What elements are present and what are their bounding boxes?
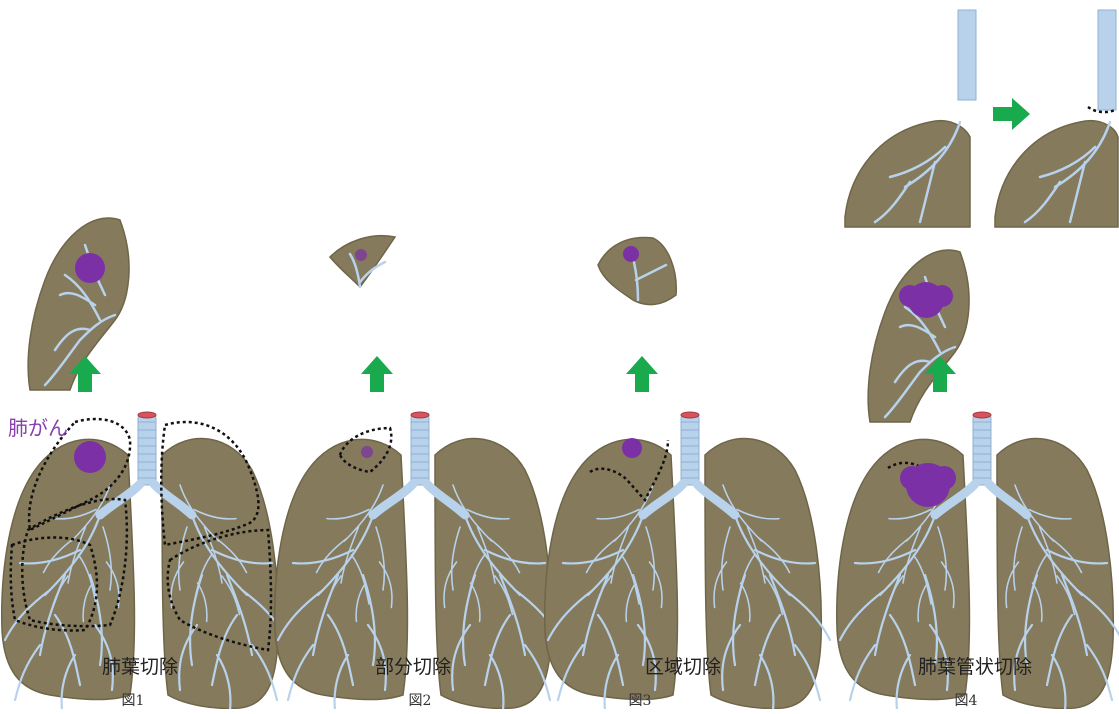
caption-figure-3: 区域切除: [563, 652, 803, 679]
caption-figure-4: 肺葉管状切除: [855, 652, 1095, 679]
arrow-right-figure-4: [993, 98, 1030, 130]
arrow-up-figure-3: [626, 356, 658, 392]
tumor-figure-2: [361, 446, 373, 458]
sleeve-before: [845, 10, 976, 227]
arrow-up-figure-2: [361, 356, 393, 392]
caption-figure-1: 肺葉切除: [20, 652, 260, 679]
resected-segment-figure-3: [598, 237, 676, 304]
tumor-label: 肺がん: [8, 412, 68, 441]
caption-figure-2: 部分切除: [293, 652, 533, 679]
label-figure-1: 図1: [93, 690, 173, 710]
label-figure-4: 図4: [926, 690, 1006, 710]
resected-lobe-figure-4: [868, 250, 969, 422]
tumor-figure-1: [74, 441, 106, 473]
label-figure-2: 図2: [380, 690, 460, 710]
label-figure-3: 図3: [600, 690, 680, 710]
tumor-figure-3: [622, 438, 642, 458]
resected-wedge-figure-2: [330, 236, 395, 287]
resected-tumor-figure-1: [75, 253, 105, 283]
